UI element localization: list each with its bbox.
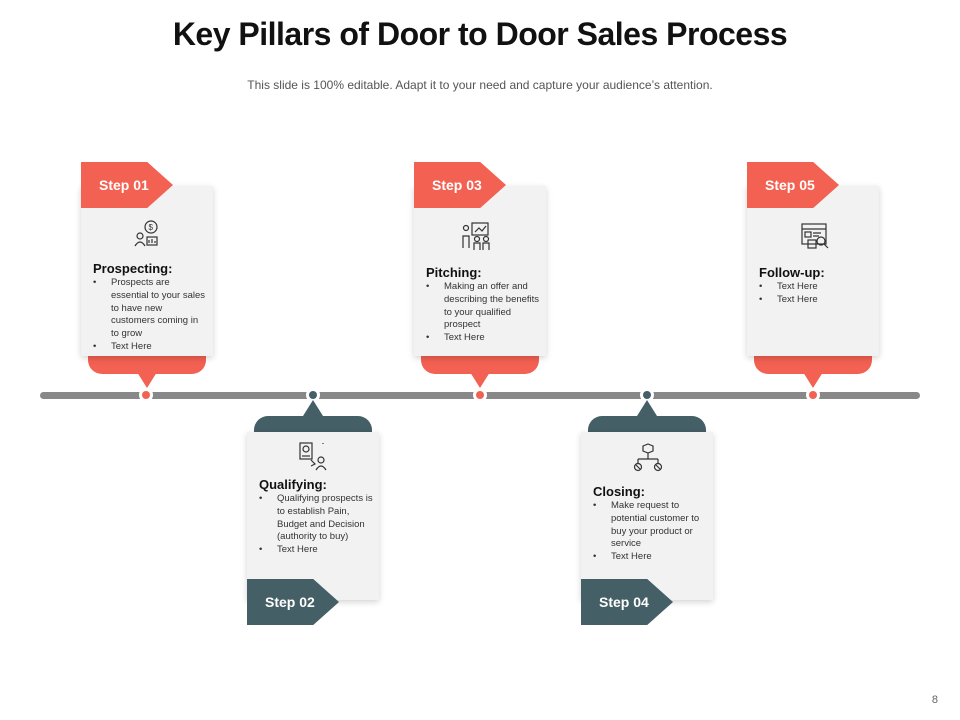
step-04-heading: Closing: [593, 484, 645, 499]
list-item: Prospects are essential to your sales to… [93, 277, 207, 341]
step-05-card: Follow-up: Text Here Text Here [747, 186, 879, 356]
list-item: Text Here [759, 294, 873, 307]
step-01-node [139, 388, 153, 402]
step-01-tab [88, 352, 206, 374]
step-01-pointer [137, 372, 157, 388]
prospect-money-icon: $ [134, 220, 158, 247]
step-02-node [306, 388, 320, 402]
step-03-card: Pitching: Making an offer and describing… [414, 186, 546, 356]
step-02-heading: Qualifying: [259, 477, 327, 492]
step-05-node [806, 388, 820, 402]
page-number: 8 [931, 694, 938, 706]
list-item: Text Here [259, 544, 373, 557]
followup-browser-icon [801, 223, 829, 249]
step-05-tab [754, 352, 872, 374]
list-item: Making an offer and describing the benef… [426, 281, 540, 332]
list-item: Text Here [759, 281, 873, 294]
step-03-node [473, 388, 487, 402]
presentation-team-icon [462, 222, 490, 250]
list-item: Text Here [593, 551, 707, 564]
step-03-heading: Pitching: [426, 265, 482, 280]
step-03-tab [421, 352, 539, 374]
list-item: Text Here [426, 332, 540, 345]
list-item: Qualifying prospects is to establish Pai… [259, 493, 373, 544]
step-01-heading: Prospecting: [93, 261, 173, 276]
step-04-node [640, 388, 654, 402]
step-05-pointer [803, 372, 823, 388]
list-item: Text Here [93, 341, 207, 354]
step-05-heading: Follow-up: [759, 265, 825, 280]
step-03-bullets: Making an offer and describing the benef… [426, 281, 540, 345]
step-02-bullets: Qualifying prospects is to establish Pai… [259, 493, 373, 557]
slide-subtitle: This slide is 100% editable. Adapt it to… [247, 78, 713, 92]
list-item: Make request to potential customer to bu… [593, 500, 707, 551]
step-01-card: $ Prospecting: Prospects are essential t… [81, 186, 213, 356]
svg-text:$: $ [149, 223, 154, 232]
step-04-pointer [637, 400, 657, 416]
step-01-bullets: Prospects are essential to your sales to… [93, 277, 207, 354]
step-02-card: Qualifying: Qualifying prospects is to e… [247, 432, 379, 600]
qualify-document-icon [299, 442, 327, 471]
step-04-card: Closing: Make request to potential custo… [581, 432, 713, 600]
step-04-bullets: Make request to potential customer to bu… [593, 500, 707, 564]
slide-title: Key Pillars of Door to Door Sales Proces… [172, 16, 788, 52]
step-05-bullets: Text Here Text Here [759, 281, 873, 307]
step-02-pointer [303, 400, 323, 416]
closing-network-icon [633, 443, 663, 472]
step-03-pointer [470, 372, 490, 388]
